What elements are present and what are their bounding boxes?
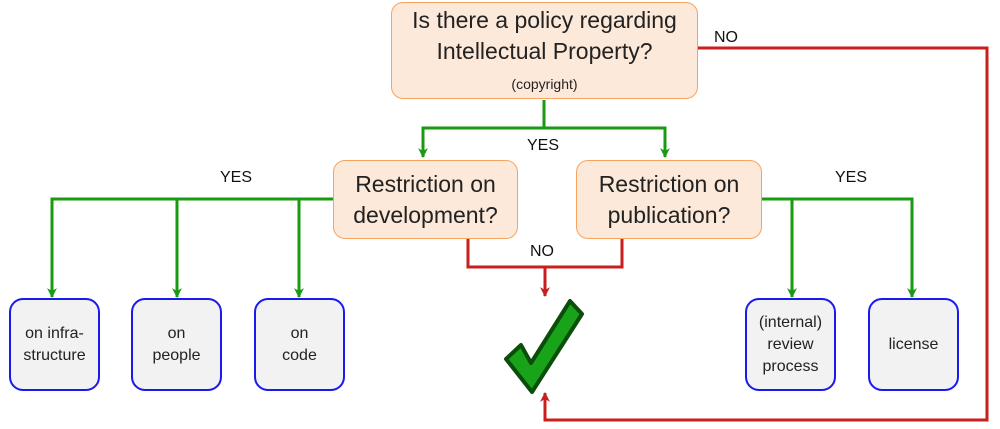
development-yes-connector <box>47 197 333 298</box>
development-yes-label: YES <box>220 169 253 186</box>
restriction-no-label: NO <box>530 243 554 260</box>
leaf-review-line2: review <box>767 335 814 353</box>
leaf-infrastructure-line1: on infra- <box>25 324 84 342</box>
leaf-people: on people <box>131 298 222 391</box>
leaf-infrastructure-line2: structure <box>23 346 86 364</box>
policy-question-line2: Intellectual Property? <box>436 37 653 64</box>
publication-question-line2: publication? <box>607 201 731 228</box>
leaf-people-line1: on <box>167 324 186 342</box>
policy-question-node: Is there a policy regarding Intellectual… <box>391 2 698 99</box>
policy-no-label: NO <box>714 29 738 46</box>
leaf-code: on code <box>254 298 345 391</box>
leaf-code-line2: code <box>282 346 317 364</box>
policy-no-connector <box>540 46 989 422</box>
publication-question-node: Restriction on publication? <box>576 160 762 239</box>
leaf-code-line1: on <box>290 324 309 342</box>
development-question-line1: Restriction on <box>355 170 496 197</box>
leaf-infrastructure: on infra- structure <box>9 298 100 391</box>
policy-question-line1: Is there a policy regarding <box>412 6 677 33</box>
publication-yes-label: YES <box>835 169 868 186</box>
leaf-license-line1: license <box>888 335 939 353</box>
restriction-no-connector <box>466 239 624 297</box>
leaf-people-line2: people <box>152 346 201 364</box>
development-question-node: Restriction on development? <box>333 160 518 239</box>
publication-yes-connector <box>762 197 917 298</box>
leaf-review-line3: process <box>762 357 819 375</box>
policy-question-subtitle: (copyright) <box>511 75 578 92</box>
policy-yes-label: YES <box>527 137 560 154</box>
development-question-line2: development? <box>353 201 498 228</box>
leaf-review-line1: (internal) <box>758 313 823 331</box>
checkmark-icon <box>504 299 584 394</box>
policy-yes-connector <box>418 100 670 158</box>
leaf-license: license <box>868 298 959 391</box>
leaf-review-process: (internal) review process <box>745 298 836 391</box>
publication-question-line1: Restriction on <box>598 170 740 197</box>
